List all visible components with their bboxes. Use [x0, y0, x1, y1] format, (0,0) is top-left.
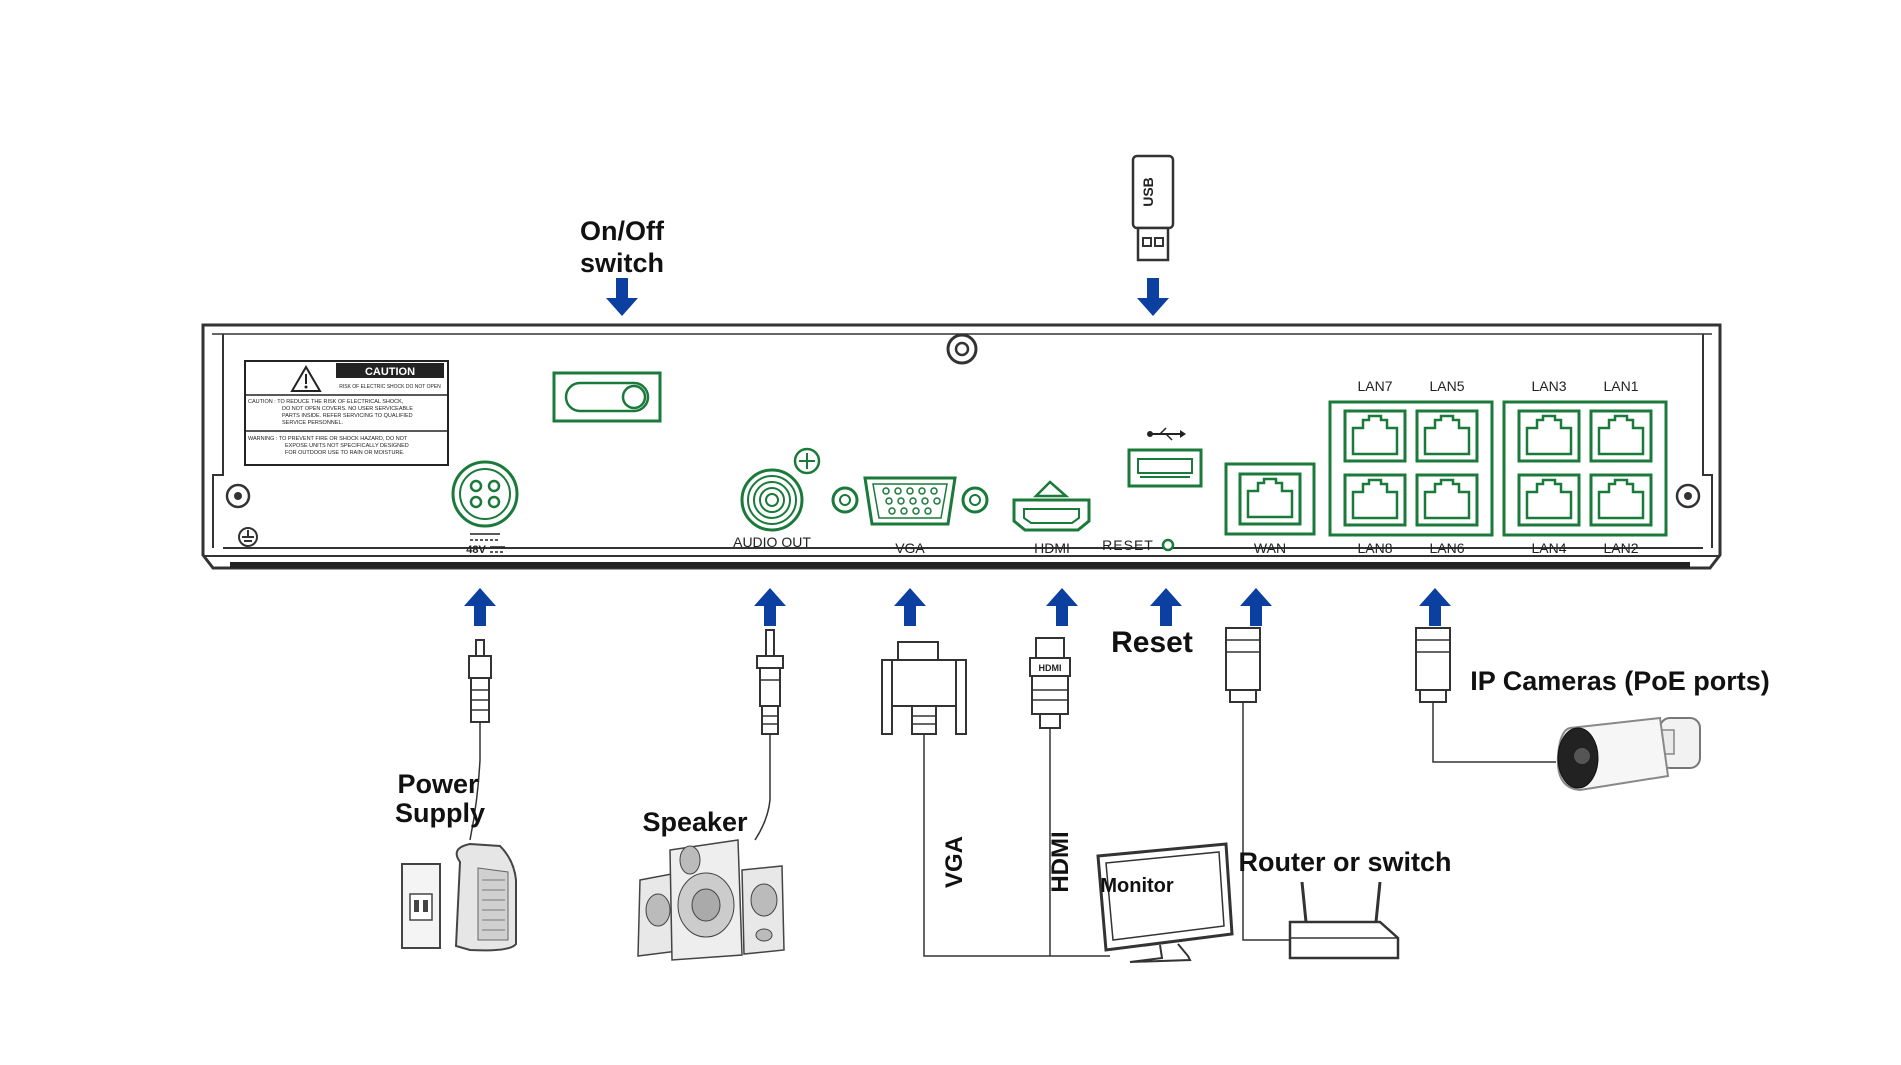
- up-arrow-icon: [1046, 588, 1078, 626]
- caution-line4: SERVICE PERSONNEL.: [282, 420, 344, 426]
- usb-symbol-icon: [1147, 427, 1186, 441]
- onoff-label-line1: On/Off: [580, 216, 665, 246]
- up-arrow-icon: [464, 588, 496, 626]
- up-arrow-icon: [1240, 588, 1272, 626]
- lan8-label: LAN8: [1357, 540, 1392, 556]
- ethernet-plug-router: [1225, 627, 1290, 941]
- caution-title: CAUTION: [365, 366, 415, 378]
- audio-plug: [754, 629, 784, 841]
- hdmi-cable-label: HDMI: [1047, 831, 1074, 892]
- vga-port-label: VGA: [895, 540, 925, 556]
- reset-button[interactable]: RESET: [1102, 537, 1175, 553]
- hdmi-plug: HDMI: [1029, 637, 1071, 956]
- lan-group-2: LAN3 LAN1 LAN4 LAN2: [1502, 378, 1668, 556]
- lan1-port[interactable]: [1589, 409, 1653, 463]
- monitor-image: Monitor: [1096, 842, 1234, 963]
- up-arrow-icon: [1419, 588, 1451, 626]
- caution-label: CAUTION RISK OF ELECTRIC SHOCK DO NOT OP…: [244, 360, 449, 466]
- onoff-label-line2: switch: [580, 248, 664, 278]
- warning-triangle-icon: [290, 365, 322, 392]
- usb-port[interactable]: [1127, 427, 1203, 488]
- lan5-label: LAN5: [1429, 378, 1464, 394]
- lan7-label: LAN7: [1357, 378, 1392, 394]
- lan-group-1: LAN7 LAN5 LAN8 LAN6: [1328, 378, 1494, 556]
- ip-camera-image: [1556, 716, 1701, 792]
- hdmi-port-label: HDMI: [1034, 540, 1070, 556]
- speaker-image: [637, 839, 785, 961]
- monitor-label: Monitor: [1100, 875, 1174, 897]
- vga-cable-label: VGA: [941, 836, 968, 888]
- hdmi-plug-label: HDMI: [1039, 663, 1062, 673]
- lan4-port[interactable]: [1517, 473, 1581, 527]
- power-adapter-image: [401, 842, 517, 952]
- audio-out-label: AUDIO OUT: [733, 534, 811, 550]
- vga-plug: [881, 641, 1110, 957]
- caution-line2: DO NOT OPEN COVERS. NO USER SERVICEABLE: [282, 406, 413, 412]
- reset-port-label: RESET: [1102, 537, 1154, 553]
- warning-line3: FOR OUTDOOR USE TO RAIN OR MOISTURE.: [285, 450, 405, 456]
- audio-out-port[interactable]: AUDIO OUT: [733, 447, 821, 550]
- router-image: [1288, 881, 1400, 960]
- reset-label: Reset: [1111, 626, 1193, 659]
- lan6-port[interactable]: [1415, 473, 1479, 527]
- lan3-port[interactable]: [1517, 409, 1581, 463]
- lan6-label: LAN6: [1429, 540, 1464, 556]
- onoff-switch[interactable]: [552, 371, 662, 423]
- hdmi-port[interactable]: HDMI: [1012, 480, 1091, 556]
- lan2-label: LAN2: [1603, 540, 1638, 556]
- caution-sub: RISK OF ELECTRIC SHOCK DO NOT OPEN: [339, 384, 441, 390]
- vga-port[interactable]: VGA: [831, 476, 989, 556]
- power-port[interactable]: 48V: [451, 460, 519, 556]
- ip-cameras-label: IP Cameras (PoE ports): [1470, 666, 1770, 696]
- usb-stick: USB: [1131, 154, 1175, 262]
- lan8-port[interactable]: [1343, 473, 1407, 527]
- power-supply-label-line2: Supply: [395, 798, 485, 828]
- lan1-label: LAN1: [1603, 378, 1638, 394]
- down-arrow-icon: [606, 278, 638, 316]
- power-rating-label: 48V: [466, 544, 486, 556]
- lan5-port[interactable]: [1415, 409, 1479, 463]
- caution-line1: CAUTION : TO REDUCE THE RISK OF ELECTRIC…: [248, 399, 404, 405]
- ethernet-plug-camera: [1415, 627, 1556, 763]
- wan-port-label: WAN: [1254, 540, 1286, 556]
- ground-icon: [238, 527, 258, 547]
- up-arrow-icon: [894, 588, 926, 626]
- power-plug: [468, 639, 492, 841]
- warning-line2: EXPOSE UNITS NOT SPECIFICALLY DESIGNED: [285, 443, 409, 449]
- lan3-label: LAN3: [1531, 378, 1566, 394]
- power-supply-label-line1: Power: [397, 769, 479, 799]
- caution-line3: PARTS INSIDE. REFER SERVICING TO QUALIFI…: [282, 413, 413, 419]
- usb-stick-label: USB: [1140, 177, 1156, 207]
- lan2-port[interactable]: [1589, 473, 1653, 527]
- warning-line1: WARNING : TO PREVENT FIRE OR SHOCK HAZAR…: [248, 436, 408, 442]
- up-arrow-icon: [1150, 588, 1182, 626]
- router-label: Router or switch: [1238, 847, 1451, 877]
- down-arrow-icon: [1137, 278, 1169, 316]
- lan7-port[interactable]: [1343, 409, 1407, 463]
- wan-port[interactable]: WAN: [1224, 462, 1316, 556]
- speaker-label: Speaker: [642, 807, 748, 837]
- up-arrow-icon: [754, 588, 786, 626]
- lan4-label: LAN4: [1531, 540, 1566, 556]
